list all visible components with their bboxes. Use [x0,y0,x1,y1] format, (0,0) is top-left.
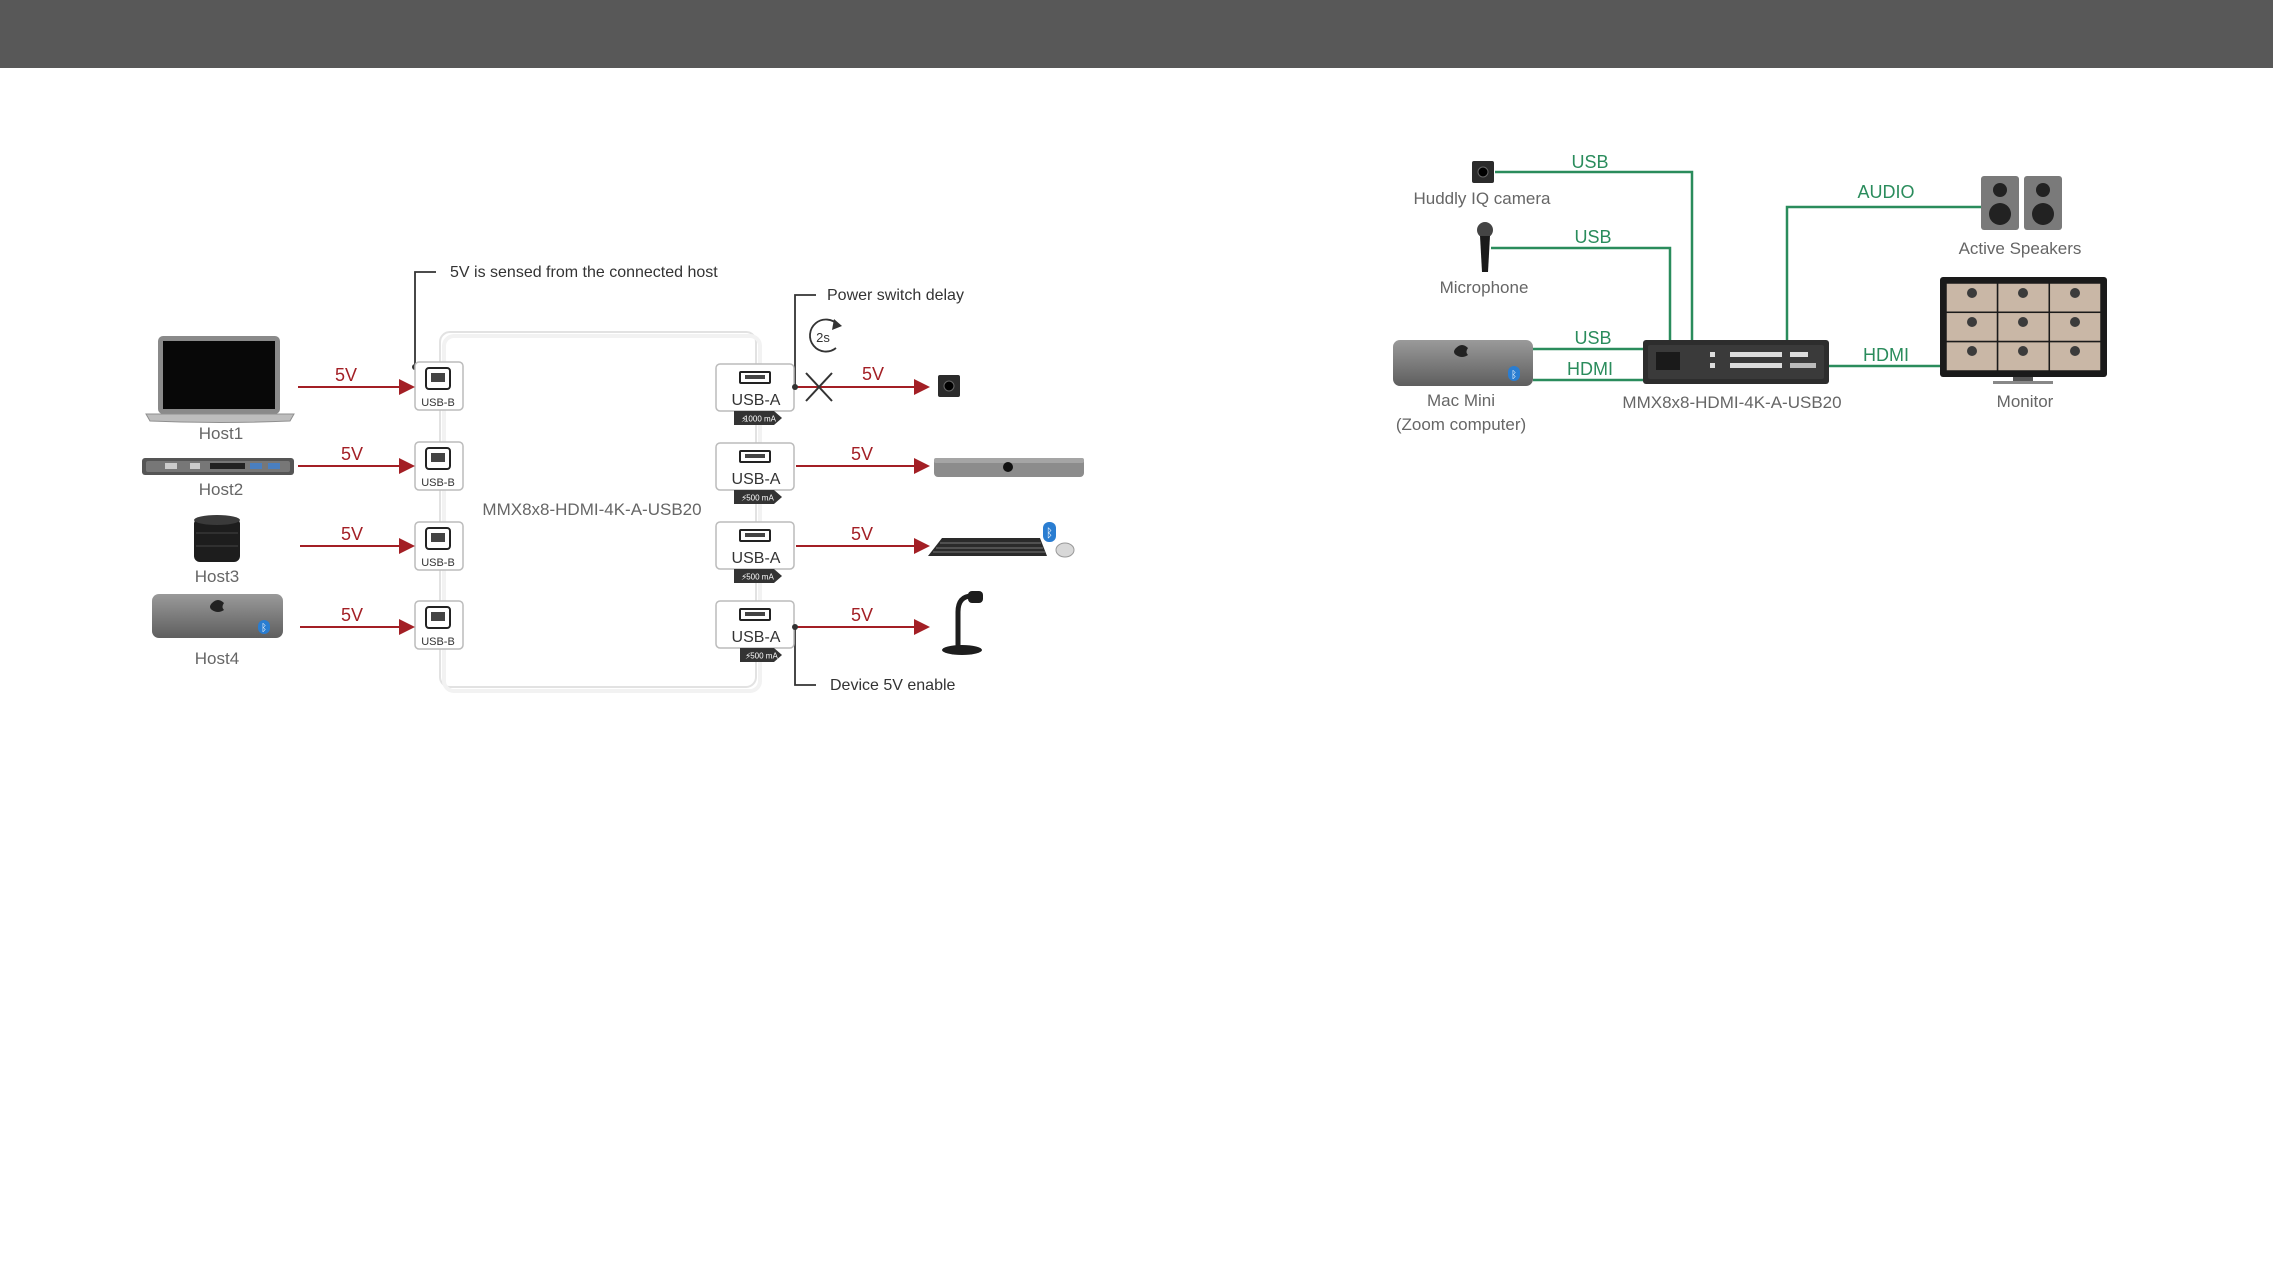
usb-b-port-4: USB-B [414,600,464,650]
svg-text:⚡: ⚡ [741,493,747,503]
handheld-microphone-icon [1477,222,1493,272]
usb-power-diagram: MMX8x8-HDMI-4K-A-USB20 5V is sensed from… [142,264,1084,694]
usb-label-computer: USB [1574,328,1611,348]
hdmi-label-monitor: HDMI [1863,345,1909,365]
current-label-2: 500 mA [746,494,774,503]
power-label-host4: 5V [341,605,363,625]
zoom-room-diagram: Huddly IQ camera Microphone ᛒ Mac Mini (… [1393,152,2107,434]
current-label-4: 500 mA [750,652,778,661]
usb-line-camera [1495,170,1694,340]
bluetooth-icon: ᛒ [1043,522,1056,542]
computer-label-line2: (Zoom computer) [1396,415,1526,434]
usb-b-label-3: USB-B [421,557,455,569]
usb-a-port-2: USB-A ⚡ 500 mA [715,442,795,504]
keyboard-icon [928,538,1047,556]
power-label-host3: 5V [341,524,363,544]
usb-b-label-1: USB-B [421,397,455,409]
matrix-box-shadow [442,334,762,693]
speakers-label: Active Speakers [1959,239,2082,258]
delay-point [792,384,798,390]
speakers-icon [1981,176,2062,230]
delay-timer-arrow-icon [832,319,842,330]
monitor-icon [1940,277,2107,384]
usb-b-label-2: USB-B [421,477,455,489]
power-label-out1: 5V [862,364,884,384]
mac-mini-icon: ᛒ [152,594,283,638]
enable-leader-line [794,628,816,686]
mouse-icon [1055,542,1075,558]
svg-text:ᛒ: ᛒ [1046,526,1053,540]
current-label-3: 500 mA [746,573,774,582]
power-label-out3: 5V [851,524,873,544]
mac-mini-icon: ᛒ [1393,340,1533,386]
delay-note: Power switch delay [827,287,964,304]
switch-x-b [805,372,833,402]
usb-a-port-4: USB-A ⚡ 500 mA [715,600,795,662]
enable-point [792,624,798,630]
host3-label: Host3 [195,567,239,586]
matrix-label: MMX8x8-HDMI-4K-A-USB20 [482,500,701,519]
sense-leader-line [414,271,436,367]
usb-label-camera: USB [1571,152,1608,172]
monitor-label: Monitor [1997,392,2054,411]
top-header-bar [0,0,2273,68]
matrix-box [439,331,757,688]
camera-icon [938,375,960,397]
svg-text:ᛒ: ᛒ [1511,370,1517,381]
sense-note: 5V is sensed from the connected host [450,264,718,281]
power-label-host1: 5V [335,365,357,385]
usb-label-microphone: USB [1574,227,1611,247]
mini-pc-icon [194,515,240,562]
usb-a-port-1: USB-A ⚡ 1000 mA [715,363,795,425]
matrix-label-right: MMX8x8-HDMI-4K-A-USB20 [1622,393,1841,412]
power-label-out2: 5V [851,444,873,464]
current-label-1: 1000 mA [744,415,777,424]
power-label-host2: 5V [341,444,363,464]
usb-a-label-1: USB-A [732,392,781,409]
delay-timer-icon [809,318,839,353]
usb-a-label-3: USB-A [732,550,781,567]
desk-microphone-icon [942,591,983,655]
delay-value: 2s [816,330,830,345]
microphone-label: Microphone [1440,278,1529,297]
svg-text:⚡: ⚡ [745,651,751,661]
host4-label: Host4 [195,649,239,668]
power-label-out4: 5V [851,605,873,625]
audio-line-speakers [1785,205,1981,340]
hdmi-label-computer: HDMI [1567,359,1613,379]
delay-leader-line [794,294,816,388]
svg-text:ᛒ: ᛒ [261,623,267,634]
usb-line-microphone [1491,246,1672,340]
usb-b-port-1: USB-B [414,361,464,411]
usb-a-label-4: USB-A [732,629,781,646]
usb-b-label-4: USB-B [421,636,455,648]
usb-a-port-3: USB-A ⚡ 500 mA [715,521,795,583]
usb-b-port-3: USB-B [414,521,464,571]
audio-label: AUDIO [1857,182,1914,202]
host2-label: Host2 [199,480,243,499]
usb-b-port-2: USB-B [414,441,464,491]
computer-label-line1: Mac Mini [1427,391,1495,410]
laptop-icon [145,336,295,423]
soundbar-camera-icon [934,458,1084,477]
enable-note: Device 5V enable [830,677,956,694]
svg-text:⚡: ⚡ [741,414,747,424]
dock-icon [142,458,294,475]
matrix-switcher-icon [1643,340,1829,384]
usb-a-label-2: USB-A [732,471,781,488]
camera-label: Huddly IQ camera [1414,189,1552,208]
camera-icon [1472,161,1494,183]
host1-label: Host1 [199,424,243,443]
svg-text:⚡: ⚡ [741,572,747,582]
